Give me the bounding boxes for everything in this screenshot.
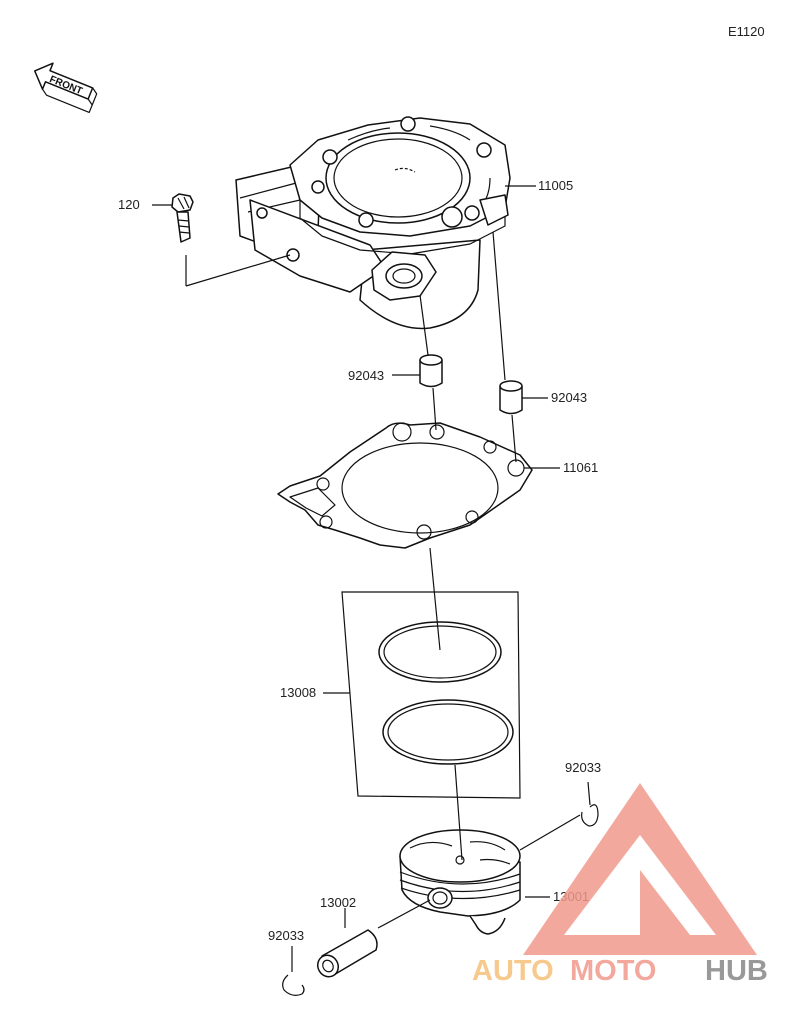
dowel-right-part [499,380,523,415]
label-cylinder: 11005 [538,178,573,193]
watermark-word-hub: HUB [705,955,768,987]
label-gasket: 11061 [563,460,598,475]
label-bolt: 120 [118,197,140,212]
label-circlip-top: 92033 [565,760,601,775]
watermark-word-moto: MOTO [570,955,656,987]
gasket-part [277,422,533,549]
front-arrow-icon: FRONT [34,62,98,113]
ring-top-part [378,621,502,683]
label-circlip-bottom: 92033 [268,928,304,943]
cylinder-part [235,116,511,330]
watermark-word-auto: AUTO [472,955,554,987]
label-pin: 13002 [320,895,356,910]
bolt-part [171,193,194,243]
circlip-top-part [581,804,599,827]
watermark-logo: AUTO MOTO HUB [472,783,768,987]
dowel-left-part [419,354,443,388]
diagram-code: E1120 [728,24,765,39]
label-dowel-left: 92043 [348,368,384,383]
circlip-bottom-part [282,974,305,996]
ring-set-frame [341,591,521,799]
piston-pin-part [316,929,378,978]
piston-part [399,829,521,935]
label-ring-set: 13008 [280,685,316,700]
label-dowel-right: 92043 [551,390,587,405]
leader-lines [152,185,591,972]
ring-bottom-part [382,699,514,765]
